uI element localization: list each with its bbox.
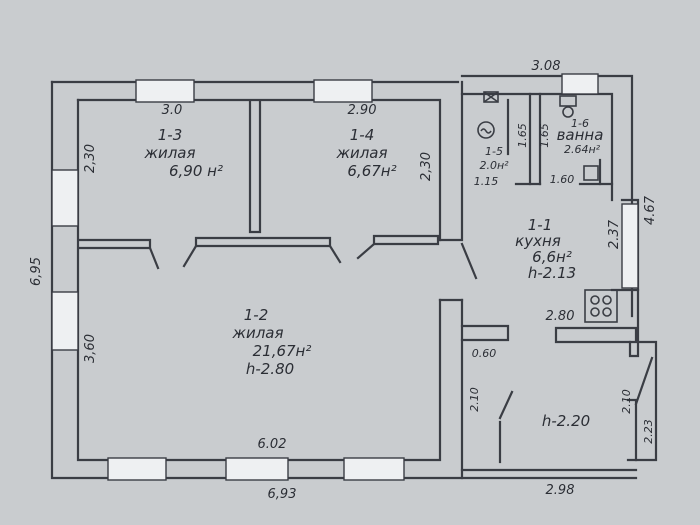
door-swing [498,390,514,420]
room-11-id: 1-1 [527,216,553,234]
porch-wall [634,340,658,462]
dim-closet-a: 1.65 [515,123,529,148]
room-16-name: ванна [556,126,604,144]
room-12-height: h-2.80 [245,360,295,378]
room-13-id: 1-3 [157,126,183,144]
dim-kitchen-width: 2.80 [545,309,575,324]
kitchen-wall [554,326,638,344]
room-12-id: 1-2 [243,306,269,324]
room-16-id: 1-6 [571,117,589,130]
dim-left-total: 6,95 [28,257,44,286]
dim-top-right: 3.08 [531,59,561,74]
stove-icon [584,289,618,323]
dim-hall-height: 2.10 [467,387,481,412]
room-13-name: жилая [144,144,196,162]
dim-right-total: 4.67 [642,196,658,225]
window [561,73,599,95]
outer-wall [460,92,614,202]
partition [372,234,440,246]
room-15-area: 2.0н² [479,159,509,172]
outer-wall [50,80,464,480]
sink-icon [483,91,499,103]
room-14-area: 6,67н² [347,162,397,180]
boiler-icon [477,121,495,139]
room-15-id: 1-5 [485,145,503,158]
room-11-name: кухня [515,232,561,250]
stove-icon [590,307,600,317]
stove-icon [602,295,612,305]
window [135,79,195,103]
shower-icon [583,165,599,181]
dim-room12-left: 3,60 [82,334,98,363]
window [313,79,373,103]
dim-bottom-right: 2.98 [545,483,575,498]
sink-icon [483,91,499,103]
room-15-extra: 1.15 [473,175,499,188]
dim-hall-width: 0.60 [471,347,497,360]
dim-room12-bottom: 6.02 [257,437,287,452]
window [107,457,167,481]
dim-room13-top: 3.0 [161,103,183,118]
outer-wall [628,340,640,358]
room-11-area: 6,6н² [532,248,572,266]
partition [460,324,510,342]
door-swing [460,242,478,280]
dim-door-right: 2.10 [619,389,633,414]
partition [194,236,332,248]
dim-kitchen-right: 2.37 [606,220,622,249]
dim-bottom-total: 6,93 [267,487,297,502]
porch-wall [626,398,638,462]
room-12-name: жилая [232,324,284,342]
window [51,291,79,351]
partition [248,100,262,234]
window [51,169,79,227]
room-14-name: жилая [336,144,388,162]
door-swing [356,242,376,260]
outer-wall [610,288,640,342]
partition [438,80,464,242]
dim-closet-b: 1.65 [537,123,551,148]
dim-room14-right: 2,30 [418,152,434,181]
room-14-id: 1-4 [349,126,375,144]
dim-room13-left: 2,30 [82,144,98,173]
room-11-height: h-2.13 [527,264,577,282]
stove-icon [602,307,612,317]
window [621,203,639,289]
door-swing [328,244,342,264]
window [225,457,289,481]
toilet-icon [562,106,574,118]
room-12-area: 21,67н² [252,342,312,360]
toilet-icon [559,95,577,107]
porch-door [634,356,654,406]
dim-room14-top: 2.90 [347,103,377,118]
boiler-icon [480,128,492,134]
room-13-area: 6,90 н² [169,162,223,180]
dim-bath-width: 1.60 [549,173,575,186]
door-swing [148,246,160,270]
room-16-area: 2.64н² [563,143,601,156]
inner-wall-top [76,98,442,242]
door-swing [182,244,198,268]
stove-icon [590,295,600,305]
partition [78,238,152,250]
window [343,457,405,481]
hall-height: h-2.20 [541,412,591,430]
dim-porch: 2.23 [641,419,655,444]
